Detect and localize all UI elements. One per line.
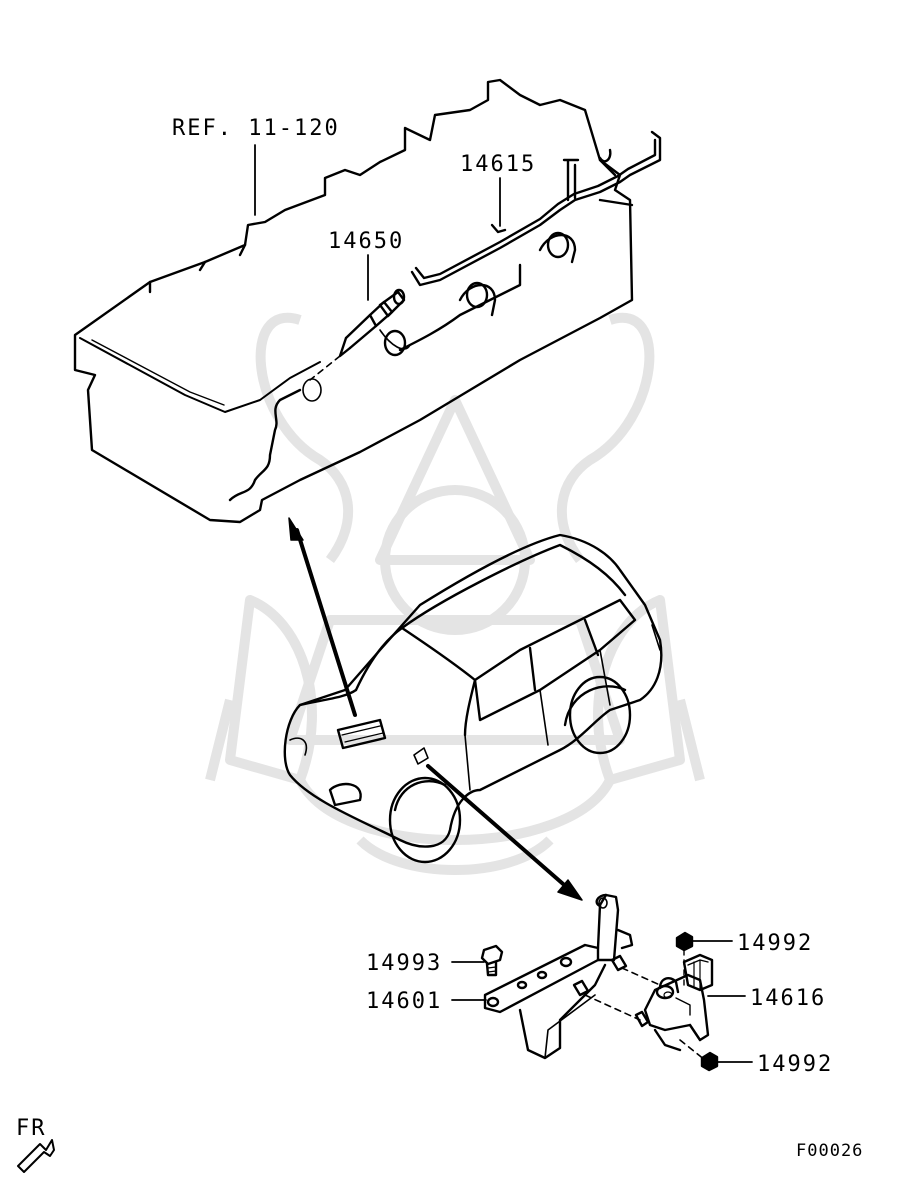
part-number-14993: 14993 — [366, 951, 443, 976]
part-number-14992-bottom: 14992 — [757, 1052, 834, 1077]
bracket-14601 — [483, 893, 634, 1060]
location-arrows — [288, 517, 583, 901]
nuts-14992 — [675, 931, 719, 1072]
figure-code: F00026 — [796, 1141, 864, 1161]
part-number-14615: 14615 — [460, 152, 537, 177]
sensor-14650 — [309, 288, 406, 381]
bolt-14993 — [480, 944, 504, 977]
relay-14616 — [634, 939, 714, 1061]
harness-14615 — [410, 130, 662, 287]
front-direction-arrow-icon — [17, 1139, 55, 1173]
part-number-14616: 14616 — [750, 986, 827, 1011]
part-number-14650: 14650 — [328, 229, 405, 254]
ref-label: REF. 11-120 — [172, 116, 340, 141]
part-number-14601: 14601 — [366, 989, 443, 1014]
part-number-14992-top: 14992 — [737, 931, 814, 956]
front-direction-label: FR — [16, 1116, 47, 1141]
studs — [572, 954, 661, 1021]
vehicle-outline — [283, 533, 663, 864]
engine-block — [73, 78, 634, 524]
